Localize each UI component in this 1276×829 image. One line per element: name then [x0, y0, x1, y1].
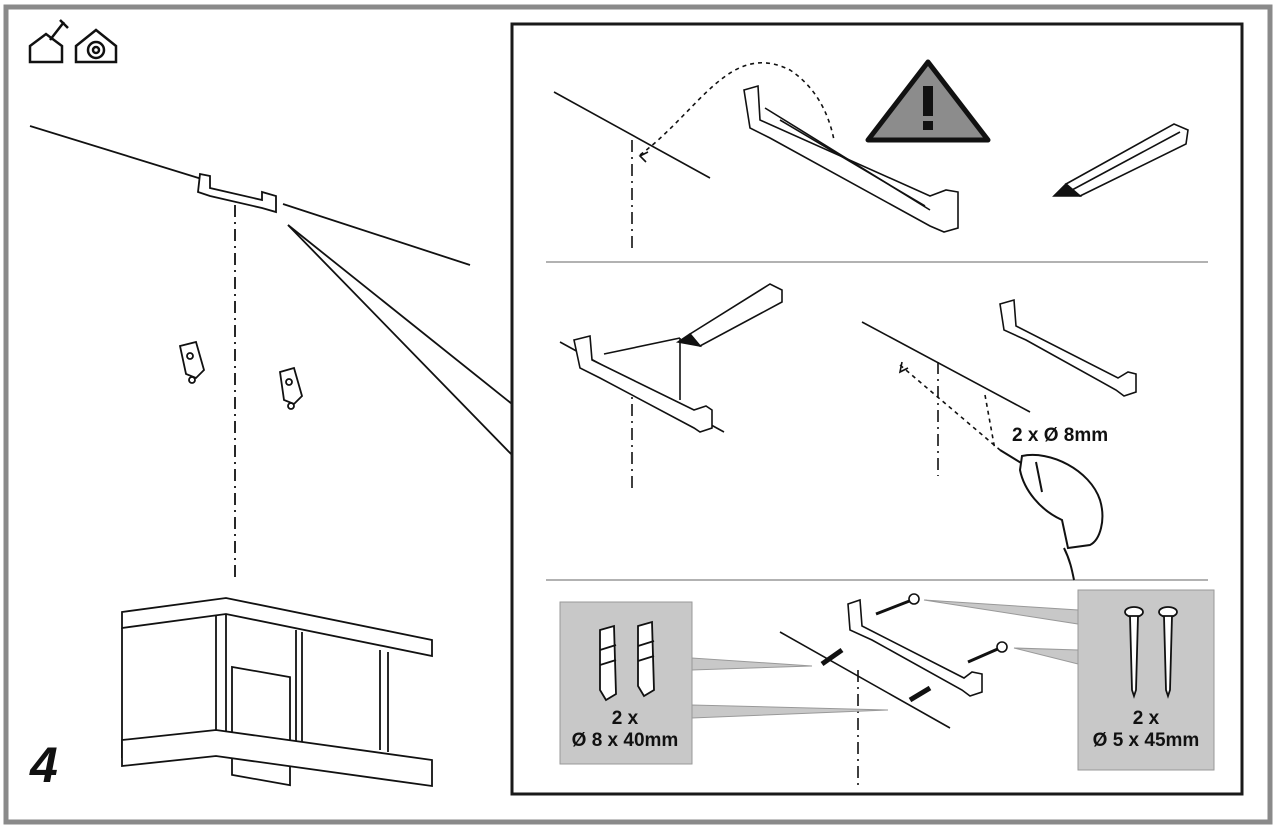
- screw-size: Ø 5 x 45mm: [1092, 730, 1200, 751]
- ceiling-wall-scene: [29, 125, 513, 788]
- anchor-size: Ø 8 x 40mm: [571, 730, 679, 751]
- house-tools-icon: [28, 19, 69, 64]
- drill-icon: [999, 449, 1104, 581]
- step-number: 4: [30, 737, 58, 793]
- pencil-icon-2: [675, 283, 783, 348]
- warning-triangle-icon: [865, 59, 991, 143]
- anchor-spec-box: [559, 601, 693, 765]
- screw-qty: 2 x: [1132, 708, 1160, 729]
- screw-spec-box: [1077, 589, 1215, 771]
- anchor-qty: 2 x: [611, 708, 639, 729]
- outer-frame: [3, 4, 1273, 825]
- anchor-spec-text: 2 x Ø 8 x 40mm: [560, 708, 690, 752]
- drill-hole-spec: 2 x Ø 8mm: [1012, 425, 1109, 446]
- screw-spec-text: 2 x Ø 5 x 45mm: [1078, 708, 1214, 752]
- section-fixing: [779, 593, 1008, 790]
- house-service-icon: [74, 28, 118, 64]
- pencil-icon: [1052, 123, 1189, 197]
- section-marking: [553, 62, 959, 250]
- section-drilling: [559, 298, 1137, 490]
- callout-pointers: [691, 599, 1079, 719]
